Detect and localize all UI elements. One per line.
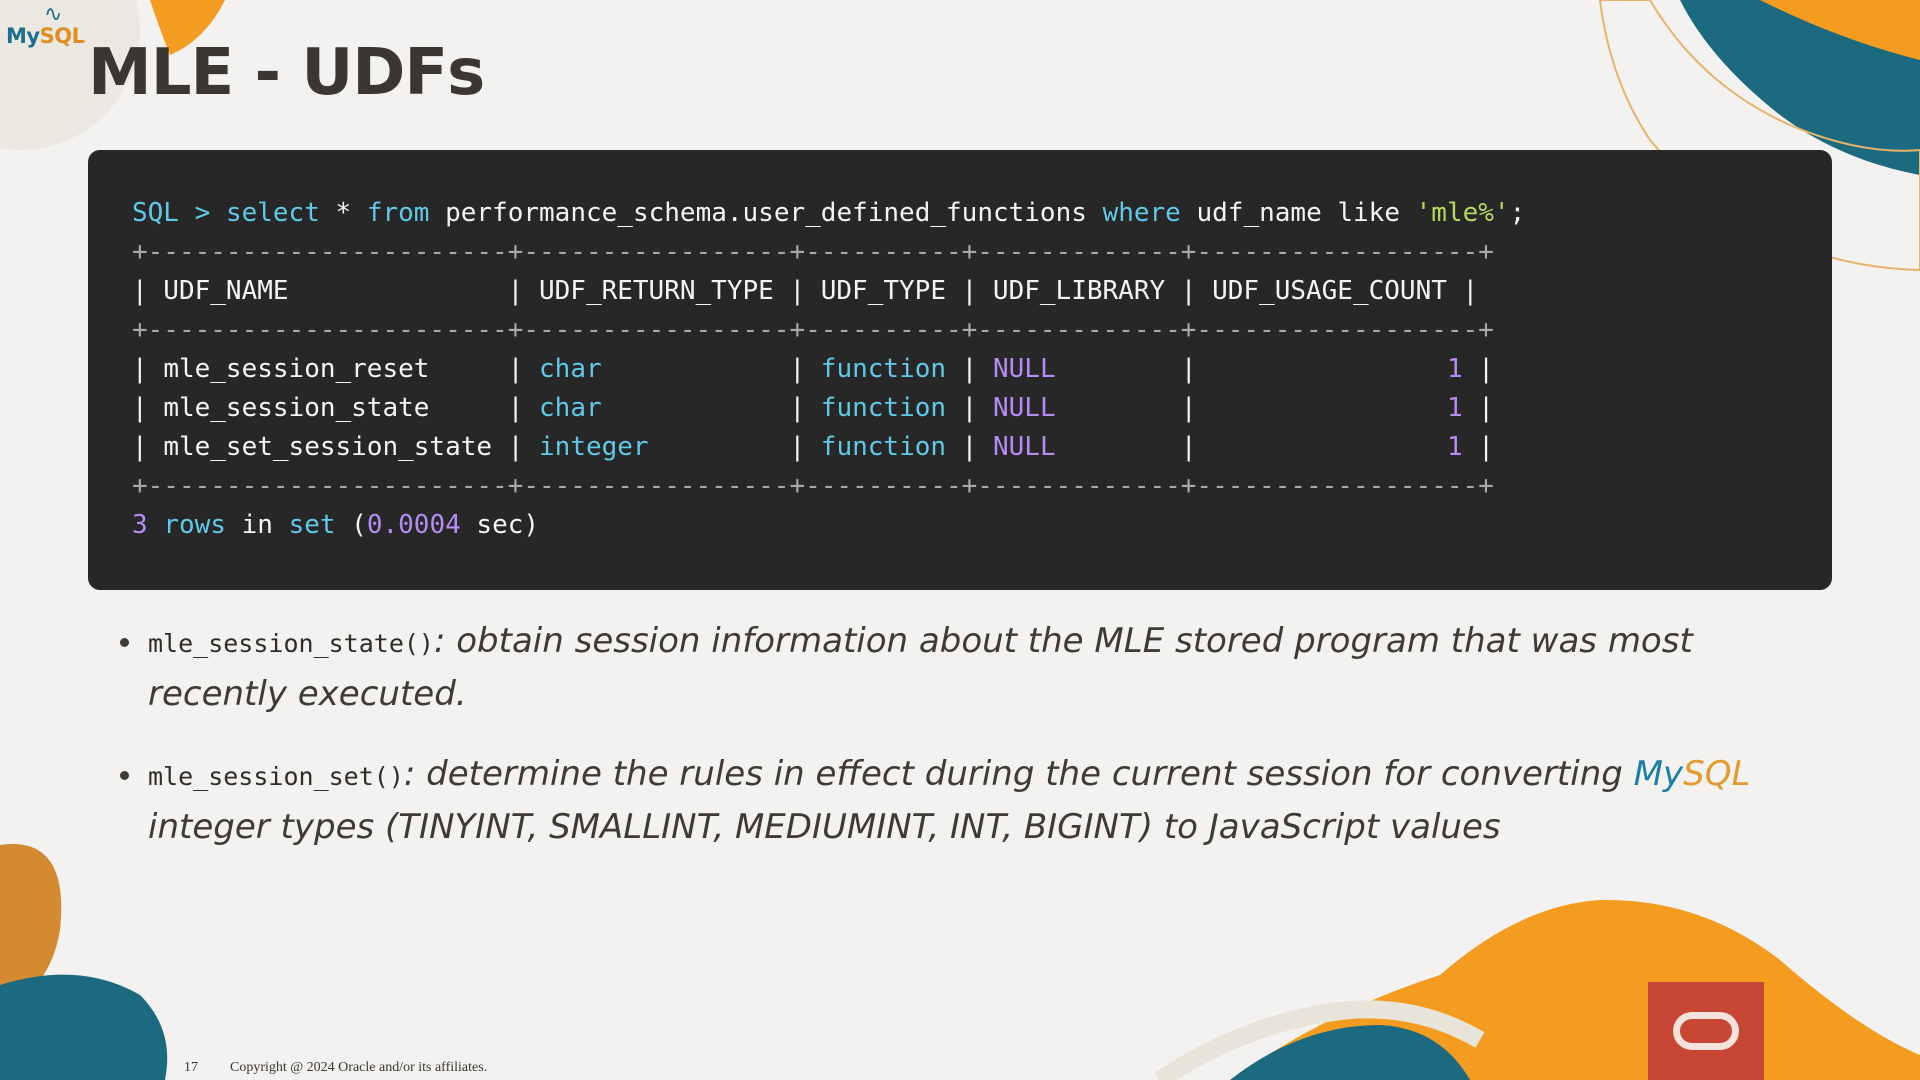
udf-return-type: char <box>539 393 774 423</box>
mysql-logo: ∿ MySQL <box>6 2 85 48</box>
table-row: | mle_session_reset | char | function | … <box>132 354 1494 384</box>
udf-library: NULL <box>993 393 1166 423</box>
bullet-text-cont: integer types (TINYINT, SMALLINT, MEDIUM… <box>148 807 1501 847</box>
kw-where: where <box>1102 198 1181 228</box>
kw-select: select <box>225 198 320 228</box>
table-row: | mle_set_session_state | integer | func… <box>132 432 1494 462</box>
udf-library: NULL <box>993 432 1166 462</box>
logo-my-text: My <box>6 24 40 48</box>
udf-name: mle_session_state <box>163 393 493 423</box>
logo-sql-text: SQL <box>39 24 85 48</box>
page-number: 17 <box>184 1060 198 1075</box>
like-pattern: 'mle%' <box>1415 198 1510 228</box>
udf-type: function <box>820 354 947 384</box>
statement-end: ; <box>1509 198 1526 228</box>
oracle-logo <box>1648 982 1764 1080</box>
table-border-mid: +-----------------------+---------------… <box>132 315 1494 345</box>
bullet-text: : determine the rules in effect during t… <box>403 754 1634 794</box>
udf-usage-count: 1 <box>1446 432 1463 462</box>
udf-type: function <box>820 432 947 462</box>
udf-name: mle_session_reset <box>163 354 493 384</box>
udf-type: function <box>820 393 947 423</box>
table-header: | UDF_NAME | UDF_RETURN_TYPE | UDF_TYPE … <box>132 276 1479 306</box>
bullet-list: mle_session_state(): obtain session info… <box>112 616 1832 882</box>
row-count: 3 <box>132 510 148 540</box>
oracle-ring-icon <box>1673 1012 1739 1050</box>
udf-name: mle_set_session_state <box>163 432 493 462</box>
brand-my: My <box>1633 754 1684 794</box>
table-name: performance_schema.user_defined_function… <box>445 198 1087 228</box>
set-word: set <box>288 510 336 540</box>
table-border-bottom: +-----------------------+---------------… <box>132 471 1494 501</box>
in-word: in <box>241 510 273 540</box>
sql-terminal: SQL > select * from performance_schema.u… <box>88 150 1832 590</box>
table-row: | mle_session_state | char | function | … <box>132 393 1494 423</box>
bullet-item: mle_session_set(): determine the rules i… <box>112 749 1832 852</box>
query-time: 0.0004 <box>366 510 461 540</box>
sql-prompt: SQL > <box>132 198 211 228</box>
time-unit: sec) <box>476 510 540 540</box>
udf-return-type: char <box>539 354 774 384</box>
brand-sql: SQL <box>1683 754 1751 794</box>
udf-return-type: integer <box>539 432 774 462</box>
where-condition: udf_name like <box>1196 198 1401 228</box>
udf-usage-count: 1 <box>1446 393 1463 423</box>
copyright-text: Copyright @ 2024 Oracle and/or its affil… <box>230 1060 488 1075</box>
table-border-top: +-----------------------+---------------… <box>132 237 1494 267</box>
function-name: mle_session_set() <box>148 762 404 791</box>
udf-library: NULL <box>993 354 1166 384</box>
kw-from: from <box>366 198 430 228</box>
slide-title: MLE - UDFs <box>88 36 485 110</box>
rows-word: rows <box>163 510 226 540</box>
select-star: * <box>335 198 352 228</box>
dolphin-icon: ∿ <box>44 2 62 27</box>
function-name: mle_session_state() <box>148 629 434 658</box>
bullet-text: : obtain session information about the M… <box>148 621 1693 714</box>
udf-usage-count: 1 <box>1446 354 1463 384</box>
result-summary: 3 rows in set (0.0004 sec) <box>132 510 540 540</box>
bullet-item: mle_session_state(): obtain session info… <box>112 616 1832 719</box>
